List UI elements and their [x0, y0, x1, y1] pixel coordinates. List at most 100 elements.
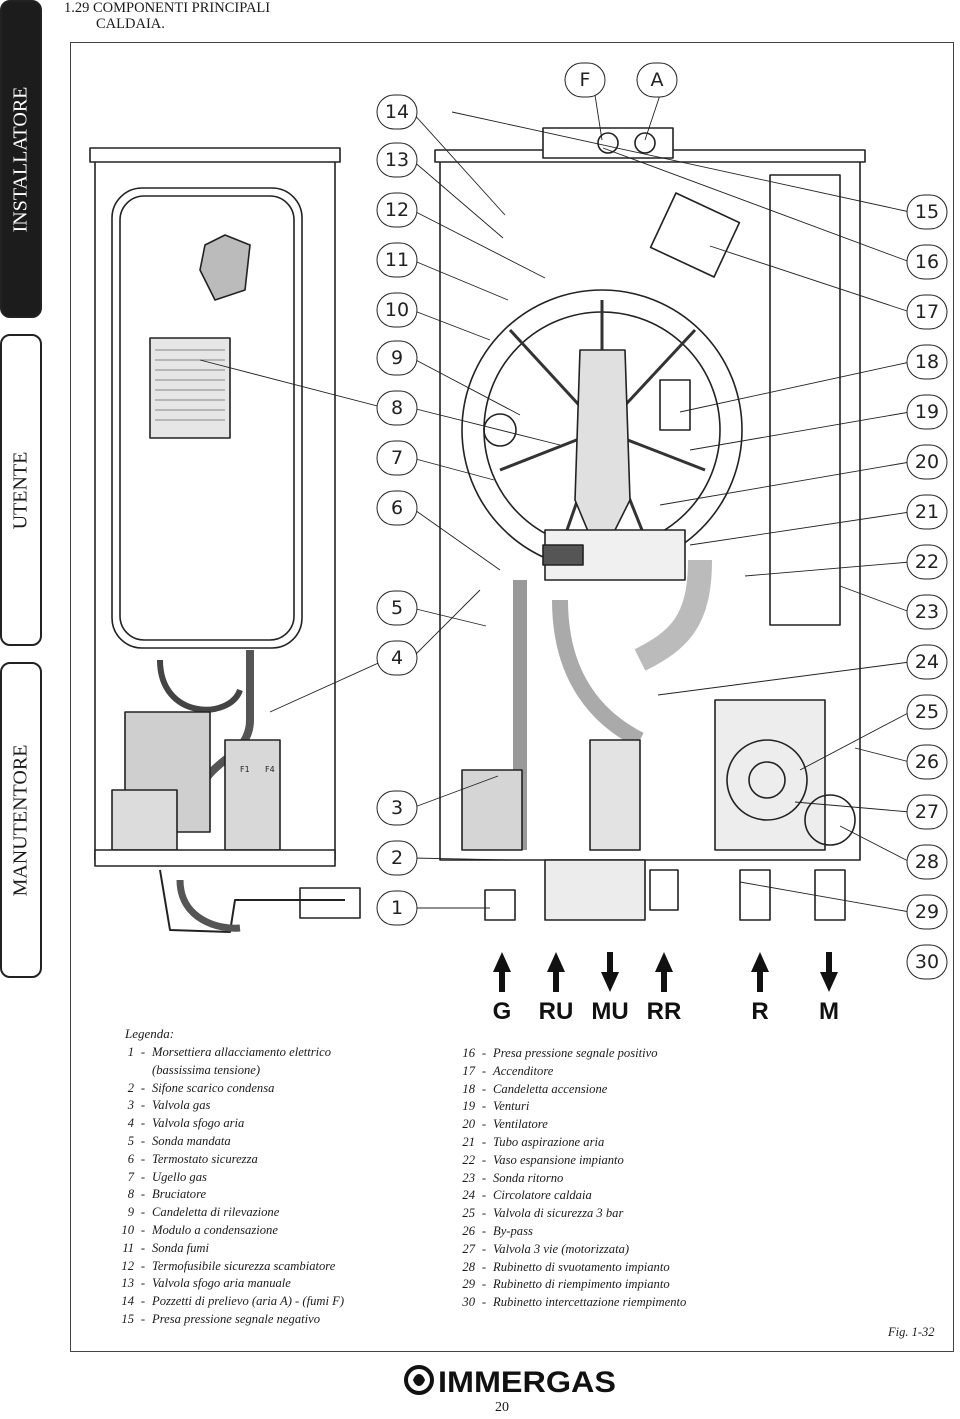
- callout-5-text: 5: [391, 597, 403, 619]
- callout-12-text: 12: [385, 199, 409, 221]
- callout-15: 15: [906, 194, 948, 230]
- arrow-down-icon: [601, 952, 619, 992]
- legend-right: 16-Presa pressione segnale positivo 17-A…: [453, 1045, 686, 1312]
- logo-wordmark: IMMERGAS: [438, 1366, 616, 1396]
- connection-m: M: [819, 998, 839, 1025]
- callout-21: 21: [906, 494, 948, 530]
- callout-13: 13: [376, 142, 418, 178]
- fuse-label-f1: F1: [240, 765, 250, 774]
- legend-item: 15-Presa pressione segnale negativo: [121, 1311, 320, 1326]
- front-view-drawing: [434, 127, 866, 921]
- legend-item: 28-Rubinetto di svuotamento impianto: [462, 1259, 670, 1274]
- callout-17: 17: [906, 294, 948, 330]
- callout-6: 6: [376, 490, 418, 526]
- callout-30: 30: [906, 944, 948, 980]
- callout-18-text: 18: [915, 351, 939, 373]
- callout-24: 24: [906, 644, 948, 680]
- legend-item: 7-Ugello gas: [127, 1169, 207, 1184]
- legend-item: 25-Valvola di sicurezza 3 bar: [462, 1206, 624, 1221]
- callout-20: 20: [906, 444, 948, 480]
- callout-16: 16: [906, 244, 948, 280]
- figure-label: Fig. 1-32: [888, 1325, 935, 1339]
- tab-installatore[interactable]: INSTALLATORE: [0, 0, 42, 318]
- callouts-left: 14 13 12 11 10 9 8 7 6 5 4 3 2 1: [376, 94, 418, 926]
- legend-item: 17-Accenditore: [462, 1063, 554, 1078]
- callout-27-text: 27: [915, 801, 939, 823]
- callout-4: 4: [376, 640, 418, 676]
- arrow-down-icon: [820, 952, 838, 992]
- side-view-drawing: F1 F4: [89, 147, 361, 933]
- callout-11-text: 11: [385, 249, 409, 271]
- tab-utente[interactable]: UTENTE: [0, 334, 42, 646]
- callout-2: 2: [376, 840, 418, 876]
- legend-left: 1-Morsettiera allacciamento elettrico (b…: [112, 1044, 344, 1329]
- legend-item: 5-Sonda mandata: [127, 1133, 231, 1148]
- callout-23: 23: [906, 594, 948, 630]
- legend-item: 24-Circolatore caldaia: [462, 1188, 592, 1203]
- callout-3-text: 3: [391, 797, 403, 819]
- callout-a-text: A: [651, 69, 664, 91]
- callout-5: 5: [376, 590, 418, 626]
- callout-16-text: 16: [915, 251, 939, 273]
- callout-3: 3: [376, 790, 418, 826]
- legend-item: 29-Rubinetto di riempimento impianto: [462, 1277, 670, 1292]
- callout-14: 14: [376, 94, 418, 130]
- callout-15-text: 15: [915, 201, 939, 223]
- callout-27: 27: [906, 794, 948, 830]
- callout-19: 19: [906, 394, 948, 430]
- callout-19-text: 19: [915, 401, 939, 423]
- callout-25-text: 25: [915, 701, 939, 723]
- callout-4-text: 4: [391, 647, 403, 669]
- callout-8-text: 8: [391, 397, 403, 419]
- legend-item: 6-Termostato sicurezza: [127, 1151, 258, 1166]
- callout-28: 28: [906, 844, 948, 880]
- connection-ru: RU: [539, 998, 574, 1025]
- callout-24-text: 24: [915, 651, 939, 673]
- callout-1: 1: [376, 890, 418, 926]
- callout-9-text: 9: [391, 347, 403, 369]
- callout-21-text: 21: [915, 501, 939, 523]
- connection-arrows: [493, 952, 838, 992]
- legend-item: 20-Ventilatore: [462, 1117, 548, 1132]
- callout-9: 9: [376, 340, 418, 376]
- arrow-up-icon: [655, 952, 673, 992]
- logo-ring-icon: [404, 1365, 434, 1395]
- legend-item: 22-Vaso espansione impianto: [462, 1152, 624, 1167]
- connection-labels: G RU MU RR R M: [493, 998, 839, 1025]
- legend-item: 3-Valvola gas: [127, 1098, 211, 1113]
- arrow-up-icon: [493, 952, 511, 992]
- callout-1-text: 1: [391, 897, 403, 919]
- legend-item: 11-Sonda fumi: [122, 1240, 210, 1255]
- callout-11: 11: [376, 242, 418, 278]
- callout-10: 10: [376, 292, 418, 328]
- callout-18: 18: [906, 344, 948, 380]
- connection-mu: MU: [591, 998, 628, 1025]
- logo-flame-icon: [413, 1374, 425, 1386]
- callout-22-text: 22: [915, 551, 939, 573]
- callout-23-text: 23: [915, 601, 939, 623]
- legend-item: 23-Sonda ritorno: [462, 1170, 564, 1185]
- legend-item: 4-Valvola sfogo aria: [127, 1116, 245, 1131]
- callout-6-text: 6: [391, 497, 403, 519]
- callout-8: 8: [376, 390, 418, 426]
- section-number: 1.29: [64, 0, 90, 16]
- callouts-right: 15 16 17 18 19 20 21 22 23 24 25 26 27 2…: [906, 194, 948, 980]
- legend-item: 30-Rubinetto intercettazione riempimento: [462, 1295, 687, 1310]
- callout-26: 26: [906, 744, 948, 780]
- callout-7: 7: [376, 440, 418, 476]
- callout-28-text: 28: [915, 851, 939, 873]
- callout-7-text: 7: [391, 447, 403, 469]
- section-title-line1: COMPONENTI PRINCIPALI: [93, 0, 271, 16]
- section-title: 1.29 COMPONENTI PRINCIPALI CALDAIA.: [64, 0, 270, 32]
- callout-f: F: [564, 62, 606, 98]
- legend-title: Legenda:: [125, 1026, 175, 1041]
- callout-2-text: 2: [391, 847, 403, 869]
- connection-rr: RR: [647, 998, 682, 1025]
- legend-item: 10-Modulo a condensazione: [121, 1222, 278, 1237]
- immergas-logo: IMMERGAS: [404, 1365, 616, 1396]
- callout-14-text: 14: [385, 101, 409, 123]
- figure-frame: [70, 42, 954, 1352]
- legend-item: 12-Termofusibile sicurezza scambiatore: [121, 1258, 336, 1273]
- callout-13-text: 13: [385, 149, 409, 171]
- tab-manutentore[interactable]: MANUTENTORE: [0, 662, 42, 978]
